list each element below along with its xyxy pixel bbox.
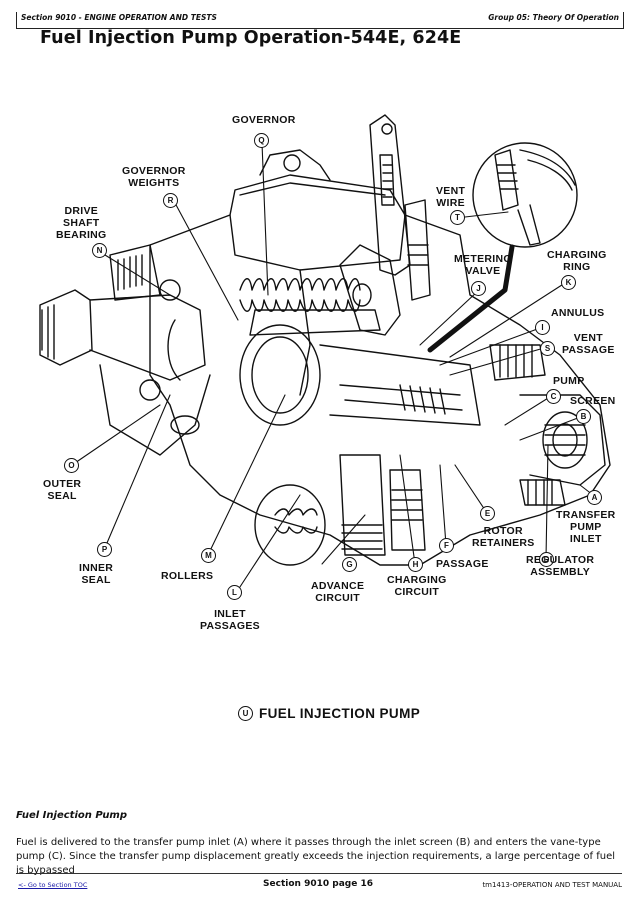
page-number: Section 9010 page 16 — [263, 879, 373, 889]
callout-h: H — [408, 557, 423, 572]
callout-f: F — [439, 538, 454, 553]
footer-divider — [16, 873, 622, 874]
label-governor: GOVERNOR — [232, 114, 296, 126]
page-title: Fuel Injection Pump Operation-544E, 624E — [40, 28, 462, 48]
fuel-injection-pump-diagram: GOVERNOR Q GOVERNOR WEIGHTS R DRIVE SHAF… — [0, 95, 636, 655]
pump-housing — [149, 114, 611, 566]
callout-g: G — [342, 557, 357, 572]
label-transfer-pump-inlet: TRANSFER PUMP INLET — [556, 509, 616, 545]
callout-c: C — [546, 389, 561, 404]
governor-spring — [239, 278, 381, 336]
label-rotor-retainers: ROTOR RETAINERS — [472, 525, 535, 549]
section-title: Section 9010 - ENGINE OPERATION AND TEST… — [21, 13, 217, 22]
label-governor-weights: GOVERNOR WEIGHTS — [122, 165, 186, 189]
label-metering-valve: METERING VALVE — [454, 253, 512, 277]
label-annulus: ANNULUS — [551, 307, 605, 319]
callout-m: M — [201, 548, 216, 563]
advance-assembly — [254, 454, 426, 566]
figure-caption: U FUEL INJECTION PUMP — [238, 706, 420, 721]
label-advance-circuit: ADVANCE CIRCUIT — [311, 580, 365, 604]
label-screen: SCREEN — [570, 395, 616, 407]
label-charging-ring: CHARGING RING — [547, 249, 607, 273]
page-header: Section 9010 - ENGINE OPERATION AND TEST… — [16, 12, 624, 29]
rotor-head — [239, 324, 606, 506]
callout-l: L — [227, 585, 242, 600]
callout-d: D — [539, 552, 554, 567]
callout-j: J — [471, 281, 486, 296]
drive-shaft — [39, 244, 211, 456]
callout-b: B — [576, 409, 591, 424]
vent-wire-line — [427, 244, 515, 353]
label-inlet-passages: INLET PASSAGES — [200, 608, 260, 632]
group-title: Group 05: Theory Of Operation — [488, 13, 619, 22]
manual-title: tm1413-OPERATION AND TEST MANUAL — [482, 881, 622, 889]
label-regulator-assembly: REGULATOR ASSEMBLY — [526, 554, 595, 578]
vent-wire-inset — [472, 142, 578, 248]
callout-k: K — [561, 275, 576, 290]
callout-e: E — [480, 506, 495, 521]
label-charging-circuit: CHARGING CIRCUIT — [387, 574, 447, 598]
callout-r: R — [163, 193, 178, 208]
callout-q: Q — [254, 133, 269, 148]
callout-o: O — [64, 458, 79, 473]
label-rollers: ROLLERS — [161, 570, 214, 582]
go-to-section-toc-link[interactable]: <- Go to Section TOC — [18, 881, 88, 889]
callout-n: N — [92, 243, 107, 258]
label-outer-seal: OUTER SEAL — [43, 478, 82, 502]
callout-a: A — [587, 490, 602, 505]
pump-drawing — [39, 114, 611, 594]
label-vent-wire: VENT WIRE — [436, 185, 466, 209]
subheading: Fuel Injection Pump — [16, 810, 128, 821]
callout-p: P — [97, 542, 112, 557]
label-drive-shaft-bearing: DRIVE SHAFT BEARING — [56, 205, 107, 241]
label-inner-seal: INNER SEAL — [79, 562, 114, 586]
callout-u: U — [238, 706, 253, 721]
caption-text: FUEL INJECTION PUMP — [259, 706, 421, 721]
callout-s: S — [540, 341, 555, 356]
body-paragraph: Fuel is delivered to the transfer pump i… — [16, 837, 616, 876]
label-passage: PASSAGE — [436, 558, 489, 570]
callout-i: I — [535, 320, 550, 335]
label-vent-passage: VENT PASSAGE — [562, 332, 615, 356]
callout-t: T — [450, 210, 465, 225]
leader-lines — [71, 142, 594, 594]
label-pump: PUMP — [553, 375, 585, 387]
